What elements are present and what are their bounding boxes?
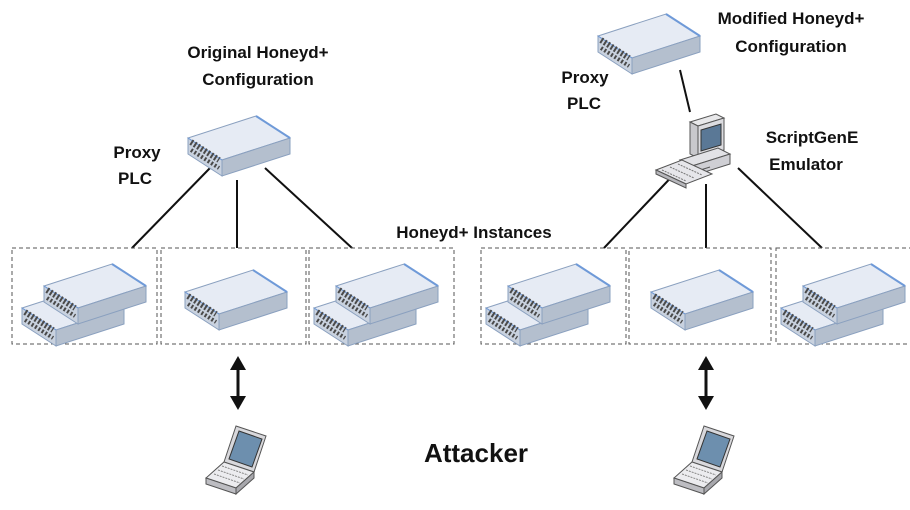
double-arrow-icon: [698, 356, 714, 410]
link-left-proxy-to-instance-3: [264, 167, 353, 249]
original-config-label: Original Honeyd+: [187, 43, 328, 62]
emulator-label: Emulator: [769, 155, 843, 174]
stacked-servers-icon: [22, 264, 146, 346]
right-proxy-plc-label: PLC: [567, 94, 601, 113]
link-emulator-to-instance-6: [737, 167, 823, 249]
server-icon: [185, 270, 287, 330]
modified-config-label: Configuration: [735, 37, 846, 56]
honeyd-instances-label: Honeyd+ Instances: [396, 223, 551, 242]
connections: [131, 69, 823, 249]
laptop-icon: [673, 425, 735, 495]
instance-box-1: [11, 247, 158, 345]
server-icon: [651, 270, 753, 330]
original-config-label: Configuration: [202, 70, 313, 89]
honeyd-instance-boxes: [11, 247, 910, 345]
link-emulator-to-instance-4: [603, 167, 681, 249]
emulator-label: ScriptGenE: [766, 128, 859, 147]
instance-box-5: [628, 247, 772, 345]
modified-config-label: Modified Honeyd+: [718, 9, 865, 28]
laptop-icon: [205, 425, 267, 495]
stacked-servers-icon: [781, 264, 905, 346]
stacked-servers-icon: [314, 264, 438, 346]
double-arrow-icon: [230, 356, 246, 410]
right-proxy-plc-label: Proxy: [561, 68, 609, 87]
left-proxy-plc-label: Proxy: [113, 143, 161, 162]
left-proxy-plc-label: PLC: [118, 169, 152, 188]
link-left-proxy-to-instance-1: [131, 167, 211, 249]
link-right-proxy-to-emulator: [679, 69, 691, 113]
server-icon: [598, 14, 700, 74]
instance-box-3: [308, 247, 455, 345]
stacked-servers-icon: [486, 264, 610, 346]
instance-box-4: [480, 247, 627, 345]
instance-box-2: [160, 247, 307, 345]
attacker-label: Attacker: [424, 438, 528, 468]
server-icon: [188, 116, 290, 176]
instance-box-6: [775, 247, 910, 345]
